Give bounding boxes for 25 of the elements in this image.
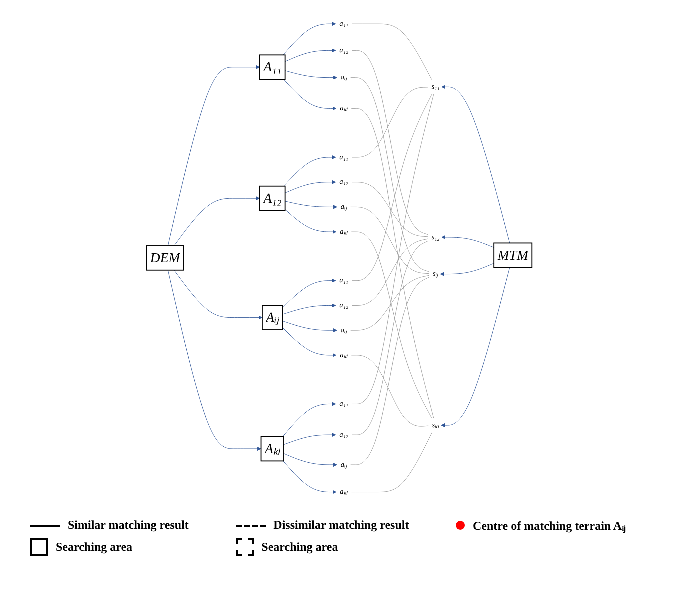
legend-text: Similar matching result <box>68 518 189 533</box>
legend-text: Centre of matching terrain Aᵢⱼ <box>473 518 626 534</box>
legend-text: Searching area <box>56 540 133 554</box>
connector <box>350 275 430 331</box>
connector <box>352 182 428 238</box>
connector <box>352 50 428 236</box>
connector <box>350 78 430 272</box>
connector <box>352 240 428 436</box>
connector <box>350 206 430 274</box>
node-box: A₁₁ <box>260 54 286 80</box>
legend-text: Searching area <box>262 540 338 554</box>
connector <box>352 24 432 80</box>
connector <box>352 432 432 492</box>
connector <box>352 87 428 158</box>
connector <box>352 94 432 282</box>
node-box: Aᵢⱼ <box>262 305 284 330</box>
connector <box>352 355 429 427</box>
connector <box>350 277 430 466</box>
connector <box>352 232 432 418</box>
node-box: DEM <box>146 246 184 271</box>
node-box: MTM <box>494 242 533 268</box>
node-box: A₁₂ <box>260 186 286 212</box>
connector <box>352 238 428 306</box>
node-box: Aₖₗ <box>260 436 285 462</box>
legend-text: Dissimilar matching result <box>274 518 410 533</box>
